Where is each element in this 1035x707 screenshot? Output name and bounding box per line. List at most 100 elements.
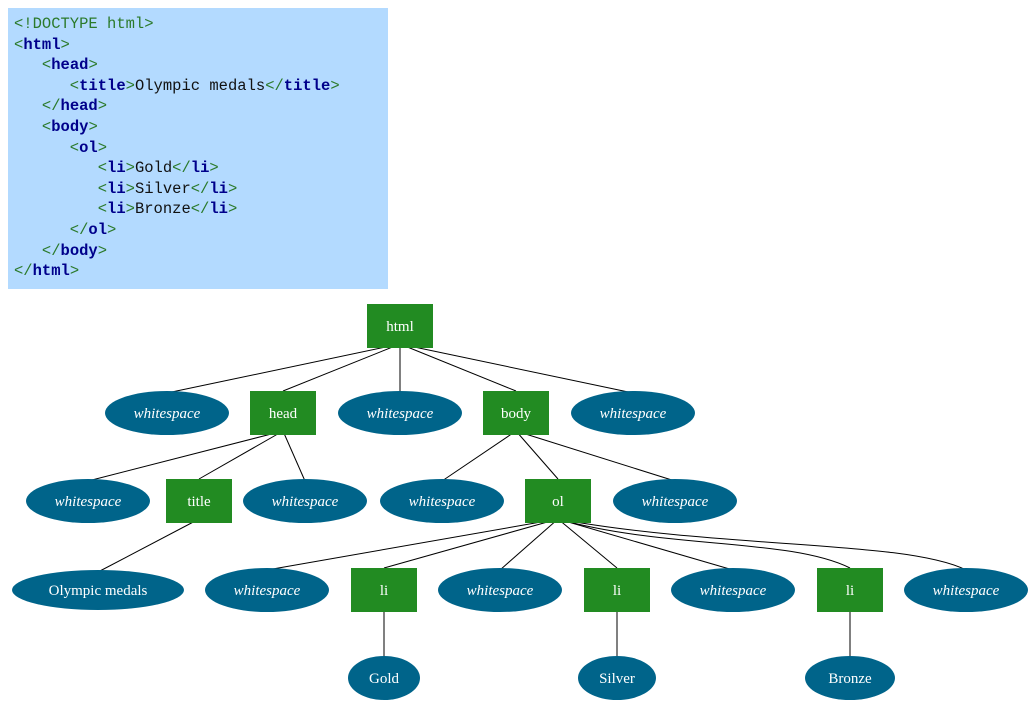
tree-edge-title-olympic: [97, 518, 200, 573]
node-label: whitespace: [467, 583, 534, 599]
node-label: whitespace: [700, 583, 767, 599]
node-shape: [671, 568, 795, 612]
node-shape: [250, 391, 316, 435]
node-label: html: [386, 319, 414, 335]
tree-edge-html-ws3: [399, 343, 634, 394]
node-shape: [105, 391, 229, 435]
whitespace-node-ws4: whitespace: [26, 479, 150, 523]
code-markup: <!DOCTYPE html>: [14, 15, 154, 33]
code-markup: >: [227, 179, 238, 198]
code-tag-name: head: [60, 97, 98, 116]
element-node-body: body: [483, 391, 549, 435]
code-line: <li>Bronze</li>: [14, 199, 388, 220]
whitespace-node-ws10: whitespace: [671, 568, 795, 612]
node-shape: [817, 568, 883, 612]
code-markup: <: [14, 56, 52, 75]
code-tag-name: title: [283, 76, 331, 95]
code-line: <li>Silver</li>: [14, 179, 388, 200]
tree-edge-body-ws6: [441, 430, 517, 482]
whitespace-node-ws8: whitespace: [205, 568, 329, 612]
code-markup: >: [69, 262, 80, 281]
tree-edge-head-title: [198, 430, 284, 480]
tree-edge-html-head: [282, 343, 401, 392]
node-label: body: [501, 406, 532, 422]
code-markup: >: [209, 159, 219, 178]
code-markup: >: [125, 159, 135, 178]
code-markup: >: [97, 241, 108, 260]
node-shape: [205, 568, 329, 612]
node-label: whitespace: [367, 406, 434, 422]
tree-edge-ol-li2: [557, 518, 618, 569]
node-shape: [438, 568, 562, 612]
tree-edge-head-ws4: [87, 430, 284, 482]
element-node-li3: li: [817, 568, 883, 612]
node-shape: [904, 568, 1028, 612]
code-tag-name: li: [209, 179, 228, 198]
node-shape: [26, 479, 150, 523]
code-markup: <: [14, 138, 80, 157]
code-markup: <: [14, 76, 80, 95]
text-node-silver: Silver: [578, 656, 656, 700]
code-line: <title>Olympic medals</title>: [14, 76, 388, 97]
tree-edge-html-ws1: [166, 343, 401, 394]
node-label: Olympic medals: [49, 583, 148, 599]
code-markup: <: [14, 159, 108, 178]
element-node-li1: li: [351, 568, 417, 612]
node-label: title: [187, 494, 211, 510]
node-shape: [805, 656, 895, 700]
node-label: li: [613, 583, 621, 599]
node-shape: [483, 391, 549, 435]
node-label: whitespace: [642, 494, 709, 510]
code-text: Silver: [134, 179, 191, 198]
node-shape: [12, 570, 184, 610]
code-line: <li>Gold</li>: [14, 158, 388, 179]
node-shape: [584, 568, 650, 612]
whitespace-node-ws7: whitespace: [613, 479, 737, 523]
whitespace-node-ws2: whitespace: [338, 391, 462, 435]
code-markup: >: [330, 76, 340, 95]
whitespace-node-ws5: whitespace: [243, 479, 367, 523]
node-label: head: [269, 406, 298, 422]
tree-edge-body-ol: [515, 430, 559, 480]
tree-edge-ol-ws8: [266, 518, 559, 571]
code-markup: </: [14, 97, 61, 116]
node-shape: [351, 568, 417, 612]
node-label: li: [380, 583, 388, 599]
code-markup: >: [125, 76, 135, 95]
node-label: whitespace: [409, 494, 476, 510]
code-tag-name: li: [107, 200, 126, 219]
code-line: </ol>: [14, 220, 388, 241]
tree-edges: [87, 343, 967, 658]
node-shape: [525, 479, 591, 523]
node-shape: [578, 656, 656, 700]
code-tag-name: body: [51, 117, 89, 136]
node-label: whitespace: [600, 406, 667, 422]
element-node-ol: ol: [525, 479, 591, 523]
whitespace-node-ws1: whitespace: [105, 391, 229, 435]
node-label: li: [846, 583, 854, 599]
node-label: whitespace: [134, 406, 201, 422]
code-tag-name: ol: [88, 220, 108, 239]
code-text: Bronze: [134, 200, 191, 219]
code-markup: >: [60, 35, 70, 54]
node-shape: [338, 391, 462, 435]
text-node-bronze: Bronze: [805, 656, 895, 700]
code-line: </html>: [14, 261, 388, 282]
code-tag-name: li: [107, 179, 126, 198]
code-markup: </: [14, 220, 89, 239]
code-tag-name: li: [209, 200, 228, 219]
tree-edge-head-ws5: [282, 430, 306, 482]
tree-edge-ol-ws11: [557, 518, 967, 571]
node-shape: [613, 479, 737, 523]
tree-edge-ol-ws9: [499, 518, 559, 571]
node-label: whitespace: [933, 583, 1000, 599]
node-label: whitespace: [55, 494, 122, 510]
code-markup: </: [172, 159, 191, 178]
code-line: <html>: [14, 35, 388, 56]
node-shape: [166, 479, 232, 523]
code-markup: >: [125, 200, 135, 219]
code-markup: <: [14, 35, 24, 54]
code-markup: >: [107, 220, 117, 239]
code-line: </body>: [14, 241, 388, 262]
